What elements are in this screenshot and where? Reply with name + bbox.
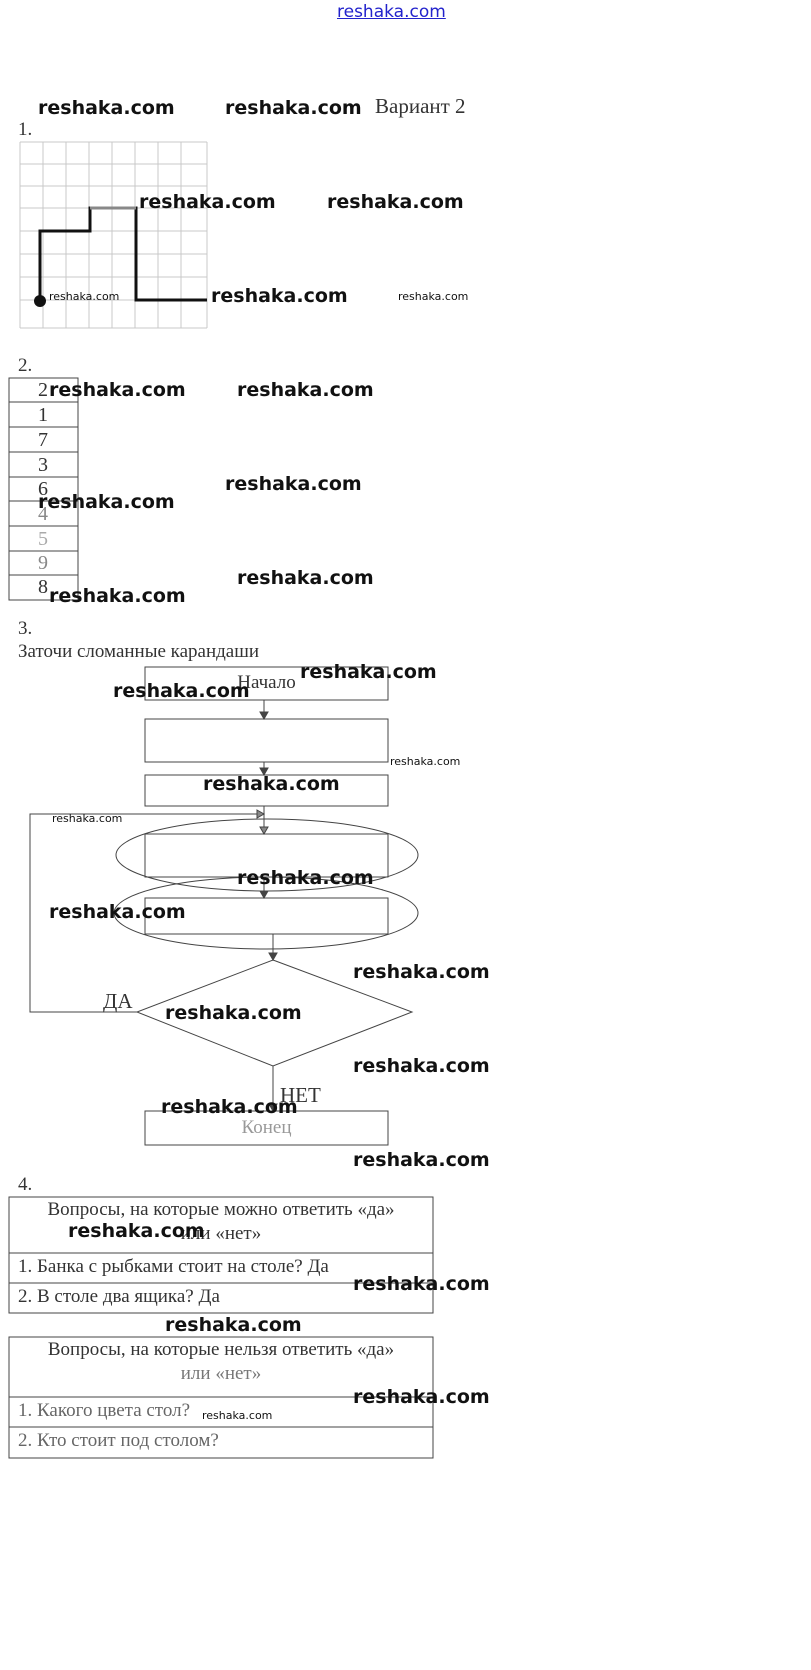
task2-cell-4: 3 — [38, 454, 48, 476]
watermark: reshaka.com — [237, 567, 374, 589]
watermark: reshaka.com — [211, 285, 348, 307]
task1-start-dot — [34, 295, 46, 307]
task2-number: 2. — [18, 355, 33, 376]
watermark: reshaka.com — [202, 1409, 273, 1422]
watermark: reshaka.com — [390, 755, 461, 768]
watermark: reshaka.com — [38, 97, 175, 119]
flow-end-label: Конец — [241, 1117, 292, 1138]
watermark: reshaka.com — [225, 97, 362, 119]
flow-no-label: НЕТ — [280, 1083, 321, 1107]
watermark: reshaka.com — [68, 1220, 205, 1242]
watermark: reshaka.com — [237, 867, 374, 889]
watermark: reshaka.com — [49, 585, 186, 607]
watermark: reshaka.com — [353, 1386, 490, 1408]
watermark: reshaka.com — [353, 1055, 490, 1077]
task2-cell-2: 1 — [38, 404, 48, 426]
watermark: reshaka.com — [353, 961, 490, 983]
flow-start-label: Начало — [237, 672, 296, 693]
watermark: reshaka.com — [38, 491, 175, 513]
watermark: reshaka.com — [203, 773, 340, 795]
watermark: reshaka.com — [300, 661, 437, 683]
watermark: reshaka.com — [139, 191, 276, 213]
watermark: reshaka.com — [237, 379, 374, 401]
table1-header-line1: Вопросы, на которые можно ответить «да» — [47, 1199, 395, 1220]
table1-row-1: 1. Банка с рыбками стоит на столе? Да — [18, 1256, 329, 1277]
task3-instruction: Заточи сломанные карандаши — [18, 641, 260, 662]
watermark: reshaka.com — [165, 1314, 302, 1336]
watermark: reshaka.com — [327, 191, 464, 213]
watermark: reshaka.com — [353, 1273, 490, 1295]
table2-header-line2: или «нет» — [180, 1363, 262, 1384]
table1-header-line2: или «нет» — [180, 1223, 262, 1244]
watermark: reshaka.com — [353, 1149, 490, 1171]
watermark: reshaka.com — [225, 473, 362, 495]
table2-header-line1: Вопросы, на которые нельзя ответить «да» — [47, 1339, 395, 1360]
task2-cell-6: 4 — [38, 503, 48, 525]
watermark: reshaka.com — [52, 812, 123, 825]
watermark: reshaka.com — [161, 1096, 298, 1118]
task2-cell-3: 7 — [38, 429, 48, 451]
site-link[interactable]: reshaka.com — [337, 2, 446, 22]
task2-cell-5: 6 — [38, 478, 48, 500]
task4-tables — [8, 1196, 434, 1459]
task2-table — [8, 377, 79, 601]
watermark: reshaka.com — [113, 680, 250, 702]
task2-cell-7: 5 — [38, 528, 48, 550]
watermark: reshaka.com — [49, 901, 186, 923]
task2-cell-1: 2 — [38, 379, 48, 401]
table2-row-2: 2. Кто стоит под столом? — [18, 1430, 219, 1451]
table2-row-1: 1. Какого цвета стол? — [18, 1400, 191, 1421]
watermark: reshaka.com — [49, 290, 120, 303]
task3-number: 3. — [18, 618, 33, 639]
variant-title: Вариант 2 — [375, 94, 466, 118]
task4-number: 4. — [18, 1174, 33, 1195]
task2-cell-9: 8 — [38, 576, 48, 598]
task1-number: 1. — [18, 119, 33, 140]
task2-cell-8: 9 — [38, 552, 48, 574]
flow-yes-label: ДА — [103, 989, 133, 1013]
watermark: reshaka.com — [165, 1002, 302, 1024]
table1-row-2: 2. В столе два ящика? Да — [18, 1286, 220, 1307]
watermark: reshaka.com — [398, 290, 469, 303]
task3-flowchart — [29, 666, 419, 1146]
watermark: reshaka.com — [49, 379, 186, 401]
